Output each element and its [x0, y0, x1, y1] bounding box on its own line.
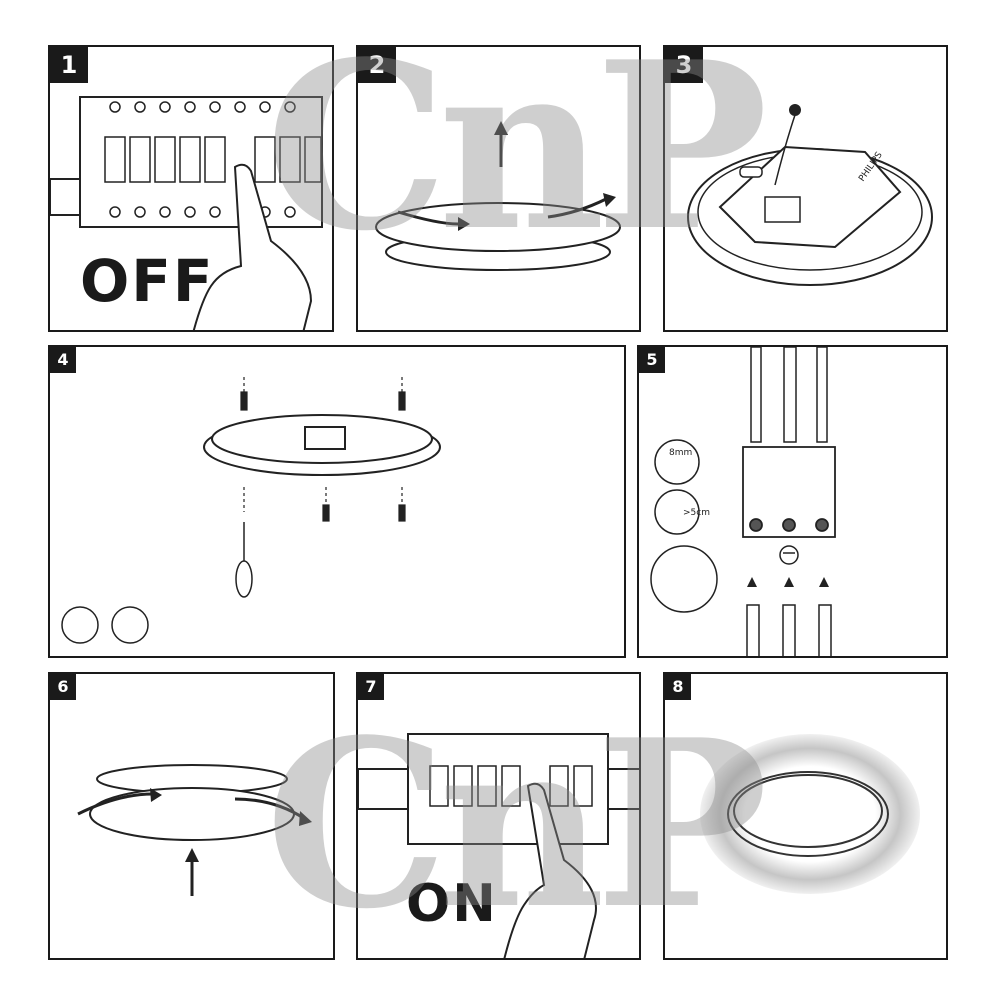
step-8-panel: 8 — [663, 672, 948, 960]
strip-length-label: 8mm — [669, 448, 692, 458]
rotate-arrow-icon — [547, 197, 607, 219]
mounting-plate-icon — [687, 104, 933, 286]
step-5-number: 5 — [639, 347, 665, 373]
earth-length-label: >5cm — [683, 508, 710, 518]
breaker-panel-icon — [50, 96, 323, 330]
rotate-arrow-icon — [77, 792, 154, 816]
step-1-number: 1 — [50, 47, 88, 83]
step-7-number: 7 — [358, 674, 384, 700]
screwdriver-icon — [650, 545, 718, 613]
up-arrow-icon — [494, 121, 508, 167]
hand-pointer-icon — [503, 782, 597, 958]
step-6-number: 6 — [50, 674, 76, 700]
up-arrow-icon — [185, 848, 199, 896]
light-fixture-icon — [375, 202, 621, 271]
earth-symbol-icon — [779, 545, 799, 565]
light-fixture-icon — [89, 764, 295, 841]
step-3-number: 3 — [665, 47, 703, 83]
step-2-number: 2 — [358, 47, 396, 83]
earth-length-icon — [654, 489, 700, 535]
step-1-panel: 1 OFF — [48, 45, 334, 332]
rotate-arrow-icon — [234, 797, 306, 821]
light-fixture-icon — [727, 771, 889, 857]
screw-icon — [240, 377, 406, 522]
step-2-panel: 2 — [356, 45, 641, 332]
hand-pointer-icon — [192, 163, 313, 330]
off-label: OFF — [80, 247, 215, 315]
strip-length-icon — [654, 439, 700, 485]
step-4-panel: 4 — [48, 345, 626, 658]
step-7-panel: 7 ON — [356, 672, 641, 960]
step-6-panel: 6 — [48, 672, 335, 960]
step-3-panel: 3 PHILIPS — [663, 45, 948, 332]
step-5-panel: 5 8mm >5cm — [637, 345, 948, 658]
light-glow-icon — [700, 734, 920, 894]
screw-icon — [111, 606, 149, 644]
screwdriver-icon — [235, 522, 253, 598]
on-label: ON — [406, 874, 498, 934]
breaker-panel-icon — [358, 733, 639, 958]
screwdriver-icon — [61, 606, 99, 644]
step-4-number: 4 — [50, 347, 76, 373]
mounting-plate-icon — [203, 414, 441, 476]
rotate-arrow-icon — [397, 210, 459, 226]
terminal-block-icon — [742, 446, 836, 538]
wire-icon — [750, 347, 828, 443]
step-8-number: 8 — [665, 674, 691, 700]
